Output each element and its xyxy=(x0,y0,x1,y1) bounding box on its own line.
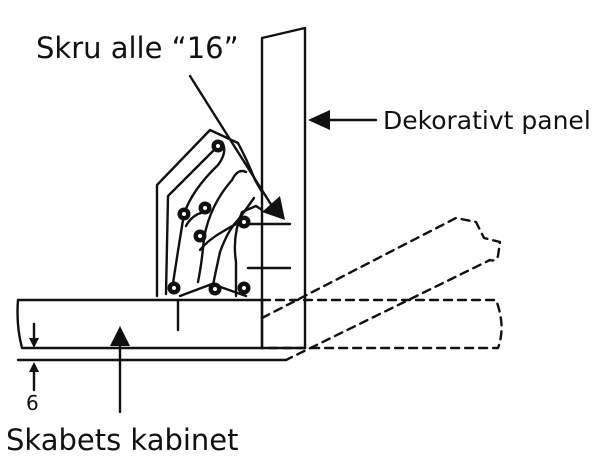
hinge-arm-right xyxy=(210,196,256,292)
cabinet-board xyxy=(16,298,264,350)
cabinet-arrow-head xyxy=(110,326,130,346)
dimension-label: 6 xyxy=(26,391,39,415)
hinge-arm-left xyxy=(170,140,226,292)
panel-arrow-head xyxy=(308,110,330,130)
hinge-inner-plate xyxy=(164,148,216,296)
dimension-top-arrow xyxy=(29,338,39,348)
hinge-arm-middle xyxy=(196,169,248,284)
cabinet-label: Skabets kabinet xyxy=(6,423,239,457)
screw-instruction-label: Skru alle “16” xyxy=(36,31,239,65)
dimension-bottom-arrow xyxy=(29,362,39,372)
screw-arrow-head xyxy=(262,196,285,220)
hinge-cup xyxy=(233,204,264,298)
door-open-position xyxy=(260,216,503,362)
decorative-panel-label: Dekorativt panel xyxy=(383,106,591,135)
hinge-link-2 xyxy=(198,220,242,252)
screw-leader-line xyxy=(188,74,274,208)
